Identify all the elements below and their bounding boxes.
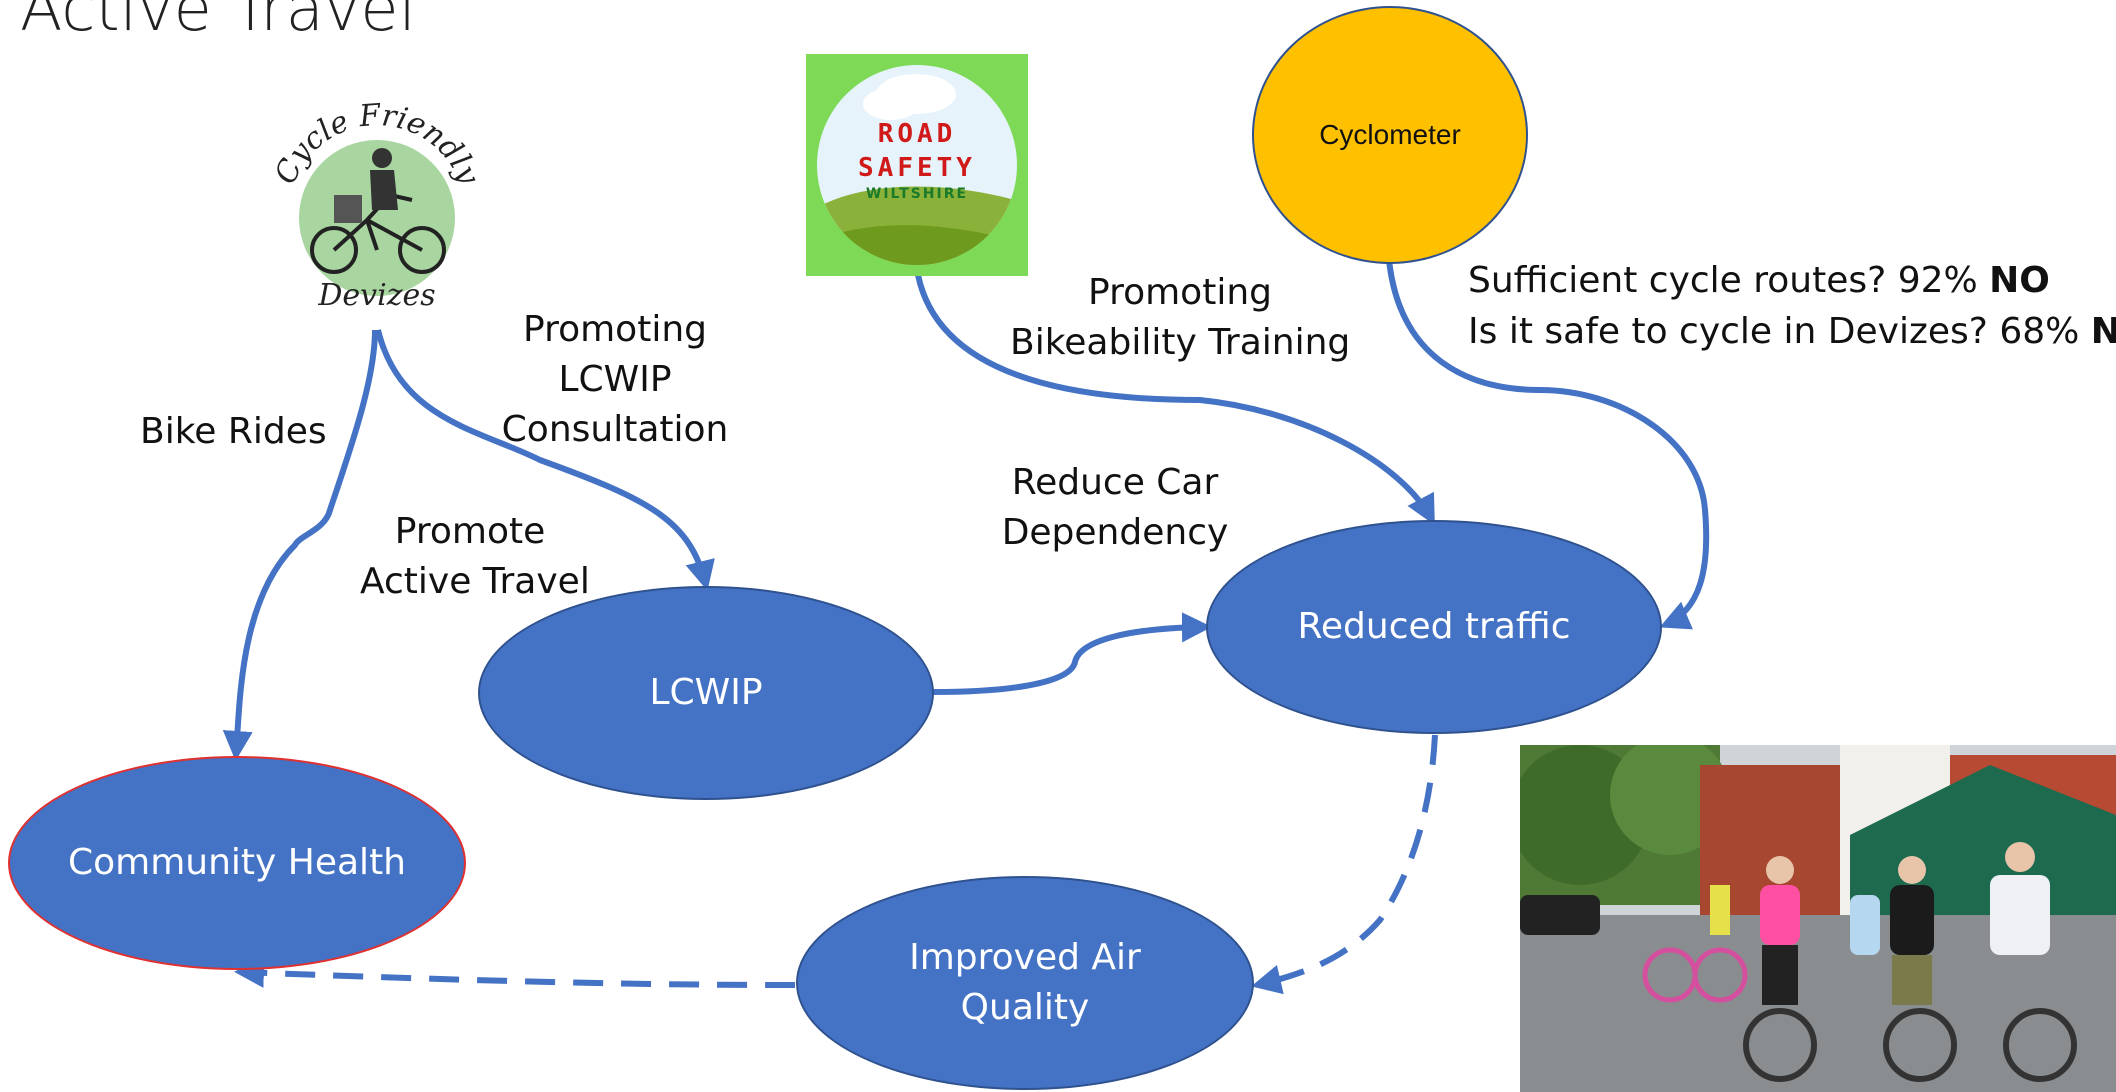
survey-result-1: Sufficient cycle routes? 92% NO — [1468, 255, 2050, 306]
label-promoting-bikeability: Promoting Bikeability Training — [1010, 272, 1351, 363]
logo-bottom-text: Devizes — [317, 278, 435, 313]
wiltshire-text: WILTSHIRE — [866, 186, 968, 202]
arrow-logo-to-community — [222, 329, 378, 761]
page-title: Active Travel — [20, 0, 416, 45]
road-safety-wiltshire-logo: ROAD SAFETY WILTSHIRE — [806, 54, 1028, 276]
arrow-roadsafety-to-traffic — [915, 274, 1435, 526]
cyclometer-node: Cyclometer — [1252, 6, 1528, 264]
safety-text: SAFETY — [858, 153, 976, 183]
node-improved-air-quality: Improved Air Quality — [796, 876, 1254, 1090]
survey-question-1: Sufficient cycle routes? 92% — [1468, 260, 1978, 301]
label-promoting-lcwip: Promoting LCWIP Consultation — [501, 309, 729, 450]
cyclist-figures — [1642, 842, 2077, 1082]
survey-question-2: Is it safe to cycle in Devizes? 68% — [1468, 311, 2080, 352]
survey-answer-2: NO — [2090, 311, 2116, 352]
survey-result-2: Is it safe to cycle in Devizes? 68% NO — [1468, 306, 2116, 357]
survey-answer-1: NO — [1989, 260, 2050, 301]
arrow-lcwip-to-traffic — [932, 612, 1212, 695]
arrow-air-to-community — [234, 957, 796, 988]
arrow-cyclometer-to-traffic — [1386, 259, 1710, 630]
label-reduce-car-dependency: Reduce Car Dependency — [1001, 462, 1229, 553]
rider-icon — [334, 148, 398, 223]
arrow-traffic-to-air — [1251, 734, 1438, 995]
cycle-friendly-devizes-logo: Cycle Friendly Devizes — [268, 98, 486, 330]
bicycle-icon — [310, 192, 446, 274]
node-lcwip: LCWIP — [478, 586, 934, 800]
road-text: ROAD — [878, 119, 957, 149]
arrow-logo-to-lcwip — [375, 329, 715, 591]
label-bike-rides: Bike Rides — [140, 411, 327, 452]
node-community-health: Community Health — [8, 756, 466, 970]
label-promote-active-travel: Promote Active Travel — [360, 511, 590, 602]
cyclometer-label: Cyclometer — [1319, 119, 1461, 150]
node-reduced-traffic: Reduced traffic — [1206, 520, 1662, 734]
cyclists-photo — [1520, 745, 2116, 1092]
